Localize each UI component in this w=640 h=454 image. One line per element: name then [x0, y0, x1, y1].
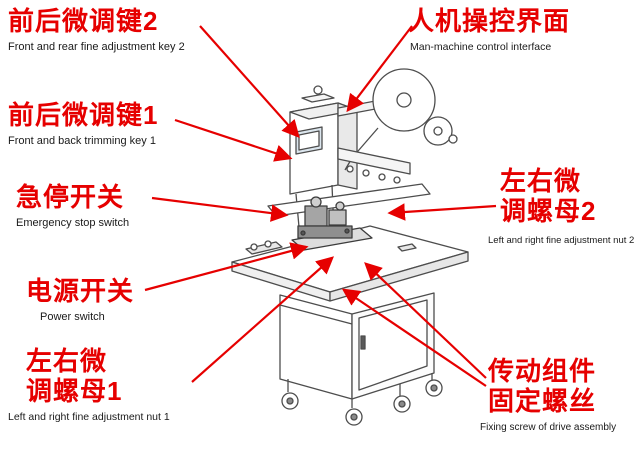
- callout-zh: 前后微调键1: [8, 100, 159, 130]
- callout-zh-line1: 左右微: [500, 166, 582, 196]
- callout-power-switch: 电源开关 Power switch: [26, 276, 134, 324]
- arrow-key1: [174, 118, 293, 162]
- callout-adjustment-nut1: 左右微 调螺母1 Left and right fine adjustment …: [8, 346, 170, 424]
- callout-zh: 人机操控界面: [408, 6, 571, 36]
- callout-en: Left and right fine adjustment nut 1: [8, 411, 170, 423]
- callout-en: Fixing screw of drive assembly: [480, 422, 617, 433]
- leader-arrows: [144, 25, 497, 387]
- callout-zh: 电源开关: [26, 276, 135, 306]
- callout-zh: 急停开关: [16, 182, 125, 212]
- callout-en: Man-machine control interface: [410, 41, 552, 53]
- callout-zh: 前后微调键2: [8, 6, 159, 36]
- callout-zh-line2: 调螺母1: [26, 376, 123, 406]
- caster-wheels: [281, 373, 443, 426]
- callout-en: Power switch: [40, 311, 105, 323]
- display-screen: [295, 126, 323, 155]
- callout-en: Front and rear fine adjustment key 2: [8, 41, 185, 53]
- callout-emergency-stop: 急停开关 Emergency stop switch: [16, 182, 129, 230]
- callout-adjustment-nut2: 左右微 调螺母2 Left and right fine adjustment …: [488, 166, 634, 247]
- label-rolls: [337, 68, 458, 171]
- machine-line-art: [231, 68, 469, 426]
- callout-front-rear-key2: 前后微调键2 Front and rear fine adjustment ke…: [8, 6, 185, 54]
- callout-en: Emergency stop switch: [16, 217, 130, 229]
- arrow-nut1: [191, 256, 334, 383]
- arrow-screw-b: [341, 288, 487, 387]
- arrow-screw-a: [364, 262, 487, 379]
- arrow-power: [144, 242, 309, 292]
- arrow-hmi: [346, 25, 413, 113]
- callout-front-back-key1: 前后微调键1 Front and back trimming key 1: [8, 100, 158, 148]
- drive-assembly: [291, 196, 373, 251]
- callout-zh-line2: 固定螺丝: [488, 386, 597, 416]
- callout-hmi: 人机操控界面 Man-machine control interface: [408, 6, 570, 54]
- callout-drive-fixing-screw: 传动组件 固定螺丝 Fixing screw of drive assembly: [480, 356, 616, 434]
- arrow-estop: [151, 196, 289, 222]
- callout-en: Front and back trimming key 1: [8, 135, 156, 147]
- arrow-nut2: [387, 203, 497, 221]
- callout-zh-line2: 调螺母2: [500, 196, 597, 226]
- arrow-key2: [199, 25, 300, 138]
- callout-en: Left and right fine adjustment nut 2: [488, 235, 635, 246]
- callout-zh-line1: 传动组件: [488, 356, 597, 386]
- callout-zh-line1: 左右微: [26, 346, 108, 376]
